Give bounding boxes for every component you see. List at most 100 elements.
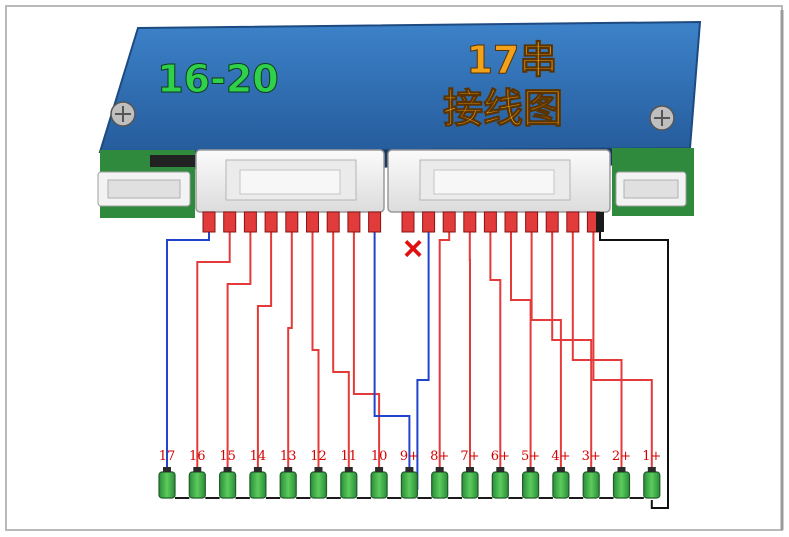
wire-bridge-9 [416,232,430,490]
wire-cell-17 [166,232,210,490]
pin-right-5 [483,211,497,233]
battery-cell-1+ [643,471,661,499]
range-label: 16-20 [157,57,279,101]
battery-cell-16 [188,471,206,499]
battery-cell-8+ [431,471,449,499]
cell-label-12: 12 [310,449,327,464]
cell-label-10: 10 [371,449,388,464]
pin-black-lead [596,212,604,232]
battery-cell-10 [370,471,388,499]
wire-cell-9+ [373,232,411,490]
wire-cell-4+ [530,232,562,490]
battery-cap-10 [375,467,384,472]
cell-label-8+: 8+ [430,449,449,464]
pin-layer [202,211,604,233]
pin-right-8 [545,211,559,233]
pin-right-6 [504,211,518,233]
cell-label-4+: 4+ [551,449,570,464]
screw-left [110,101,136,127]
battery-cap-8+ [435,467,444,472]
wire-cell-1+ [592,232,653,490]
pin-left-2 [223,211,237,233]
cell-label-16: 16 [189,449,206,464]
pin-left-9 [368,211,382,233]
wire-cell-14 [256,232,273,490]
battery-cap-2+ [617,467,626,472]
wire-cell-16 [196,232,231,490]
pin-left-6 [306,211,319,233]
battery-cap-4+ [556,467,565,472]
wire-cell-11 [332,232,350,490]
wire-cell-13 [287,232,293,490]
pin-right-2 [422,211,436,233]
wire-cell-5+ [510,232,532,490]
wire-cell-12 [311,232,320,490]
pin-right-4 [463,211,477,233]
battery-cap-7+ [466,467,474,472]
wire-cell-2+ [571,232,623,490]
jst-connector-left [97,171,191,207]
battery-cap-12 [314,467,323,472]
pin-left-3 [243,211,257,233]
jst-connector-right [615,171,687,207]
pin-left-8 [347,211,361,233]
cell-label-9+: 9+ [400,449,419,464]
cell-label-6+: 6+ [491,449,510,464]
battery-cell-7+ [461,471,479,499]
battery-cap-5+ [526,467,535,472]
wire-cell-10 [352,232,381,490]
battery-cap-14 [253,467,262,472]
pin-left-4 [264,211,278,233]
cell-label-5+: 5+ [521,449,540,464]
wire-cell-8+ [438,232,451,490]
battery-cell-2+ [612,471,631,499]
battery-cell-4+ [552,471,570,499]
pin-left-5 [285,211,299,233]
cell-label-2+: 2+ [612,449,631,464]
pin-right-3 [442,211,456,233]
screw-right [649,105,675,131]
pin-right-7 [525,211,539,233]
wire-layer [166,232,669,509]
wire-black-negative [599,232,669,509]
pin-left-7 [326,211,340,233]
pin-right-9 [566,211,580,233]
battery-cell-layer [158,467,661,499]
battery-cap-16 [193,467,202,472]
wire-cell-6+ [489,232,502,490]
balance-connector-left [195,149,385,213]
battery-cap-17 [163,467,171,472]
cell-label-17: 17 [159,449,176,464]
battery-cap-11 [344,467,353,472]
battery-cell-11 [340,471,358,499]
wire-cell-3+ [551,232,593,490]
battery-cell-12 [309,471,328,499]
cell-label-7+: 7+ [460,449,479,464]
cell-label-15: 15 [219,449,236,464]
chip [150,155,195,167]
battery-cap-6+ [496,467,505,472]
battery-cap-15 [223,467,232,472]
battery-cell-6+ [491,471,509,499]
title-line-2: 接线图 [443,86,563,132]
battery-cell-9+ [400,471,418,499]
balance-connector-right [387,149,611,213]
pin-right-1 [401,211,415,233]
cell-label-13: 13 [280,449,297,464]
cell-label-1+: 1+ [642,449,661,464]
pin-left-1 [202,211,216,233]
battery-cell-3+ [582,471,600,499]
battery-cell-15 [219,471,237,499]
wire-cell-15 [226,232,252,490]
battery-cap-1+ [647,467,656,472]
battery-cap-13 [284,467,293,472]
unused-pin-x-mark: × [403,230,423,268]
battery-cap-3+ [587,467,596,472]
cell-label-14: 14 [250,449,267,464]
battery-cap-9+ [405,467,414,472]
battery-cell-14 [249,471,267,499]
battery-cell-13 [279,471,297,499]
